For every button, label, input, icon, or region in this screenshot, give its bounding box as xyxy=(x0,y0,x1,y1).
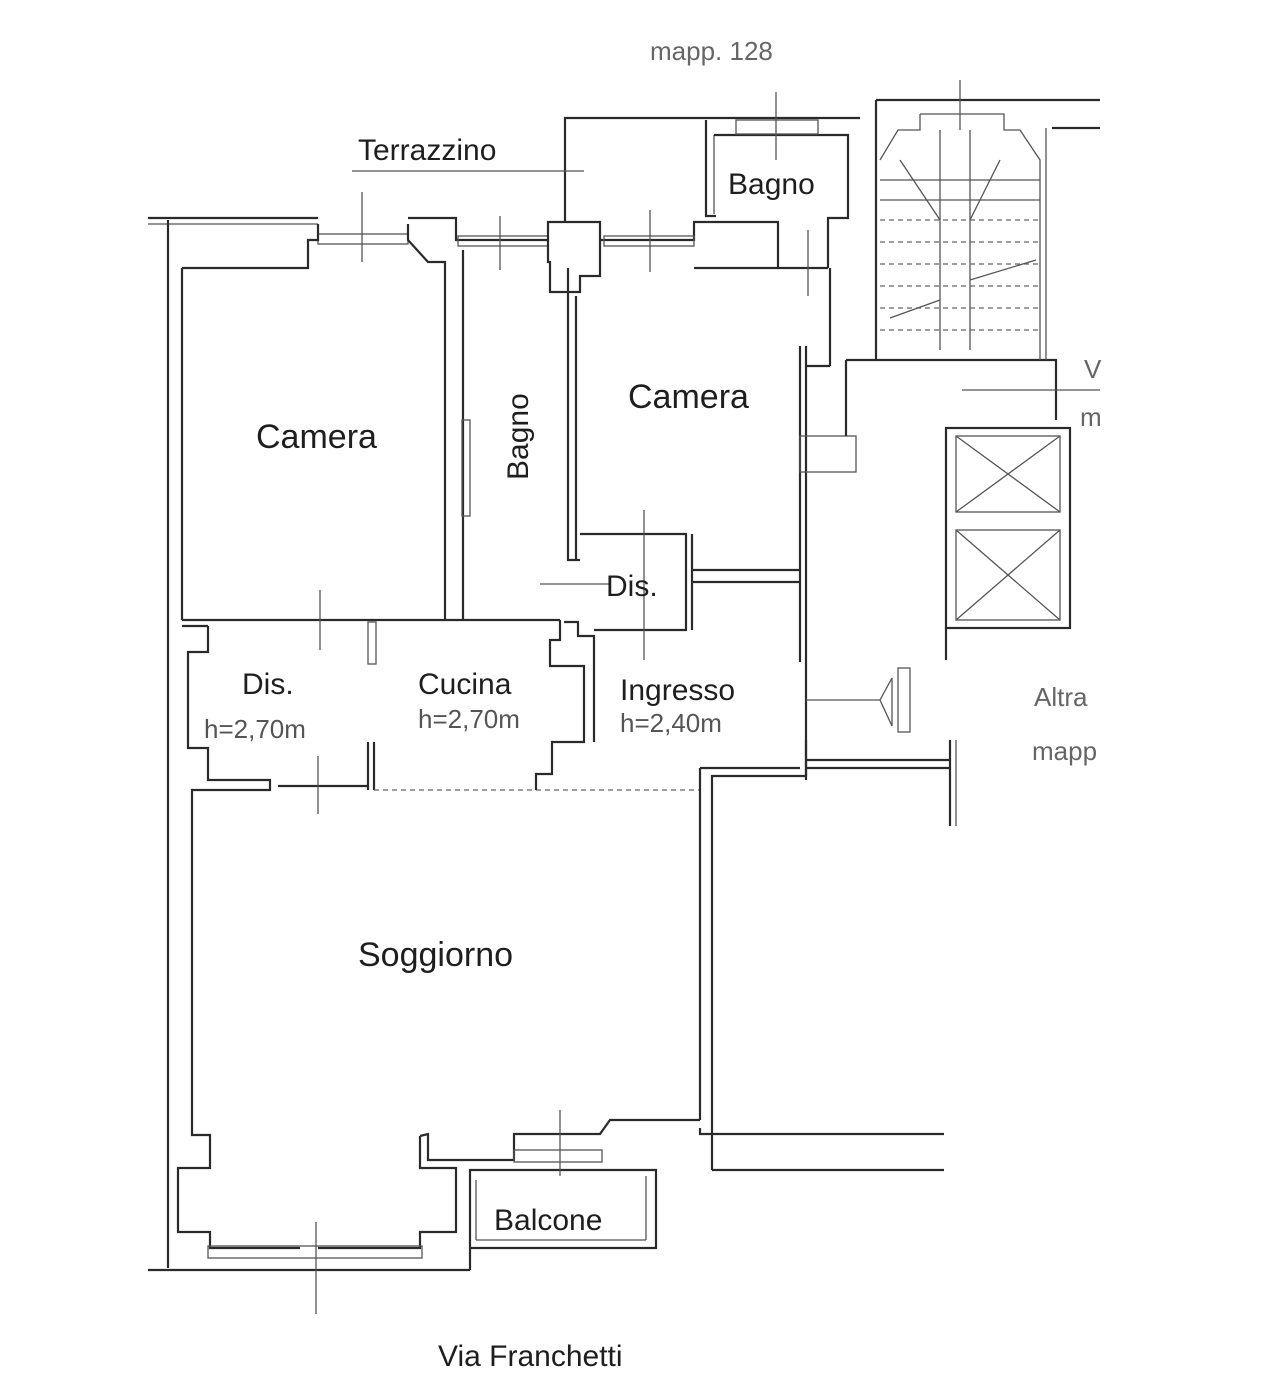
cucina-height: h=2,70m xyxy=(418,704,520,734)
lift-shafts xyxy=(844,360,1072,826)
bagno-top-label: Bagno xyxy=(728,168,815,201)
bagno-mid-label: Bagno xyxy=(502,393,535,480)
m-right-label: m xyxy=(1080,402,1102,432)
mapp-right-label: mapp xyxy=(1032,736,1097,766)
grid-marks xyxy=(315,92,809,1314)
street-label: Via Franchetti xyxy=(438,1340,623,1373)
camera-right-label: Camera xyxy=(628,378,749,416)
balcone-label: Balcone xyxy=(494,1204,602,1237)
ingresso-height: h=2,40m xyxy=(620,708,722,738)
camera-left-label: Camera xyxy=(256,418,377,456)
ingresso-label: Ingresso xyxy=(620,674,735,707)
interior-walls xyxy=(176,268,950,1259)
dis-left-label: Dis. xyxy=(242,668,294,701)
outer-walls xyxy=(148,116,860,1272)
altra-label: Altra xyxy=(1034,682,1088,712)
cucina-label: Cucina xyxy=(418,668,512,701)
terrazzino-label: Terrazzino xyxy=(358,134,496,167)
soggiorno-label: Soggiorno xyxy=(358,936,513,974)
mapp-top-label: mapp. 128 xyxy=(650,36,773,66)
dis-left-height: h=2,70m xyxy=(204,714,306,744)
dis-small-label: Dis. xyxy=(606,570,658,603)
v-right-label: V xyxy=(1084,354,1102,384)
stairwell xyxy=(846,80,1100,420)
